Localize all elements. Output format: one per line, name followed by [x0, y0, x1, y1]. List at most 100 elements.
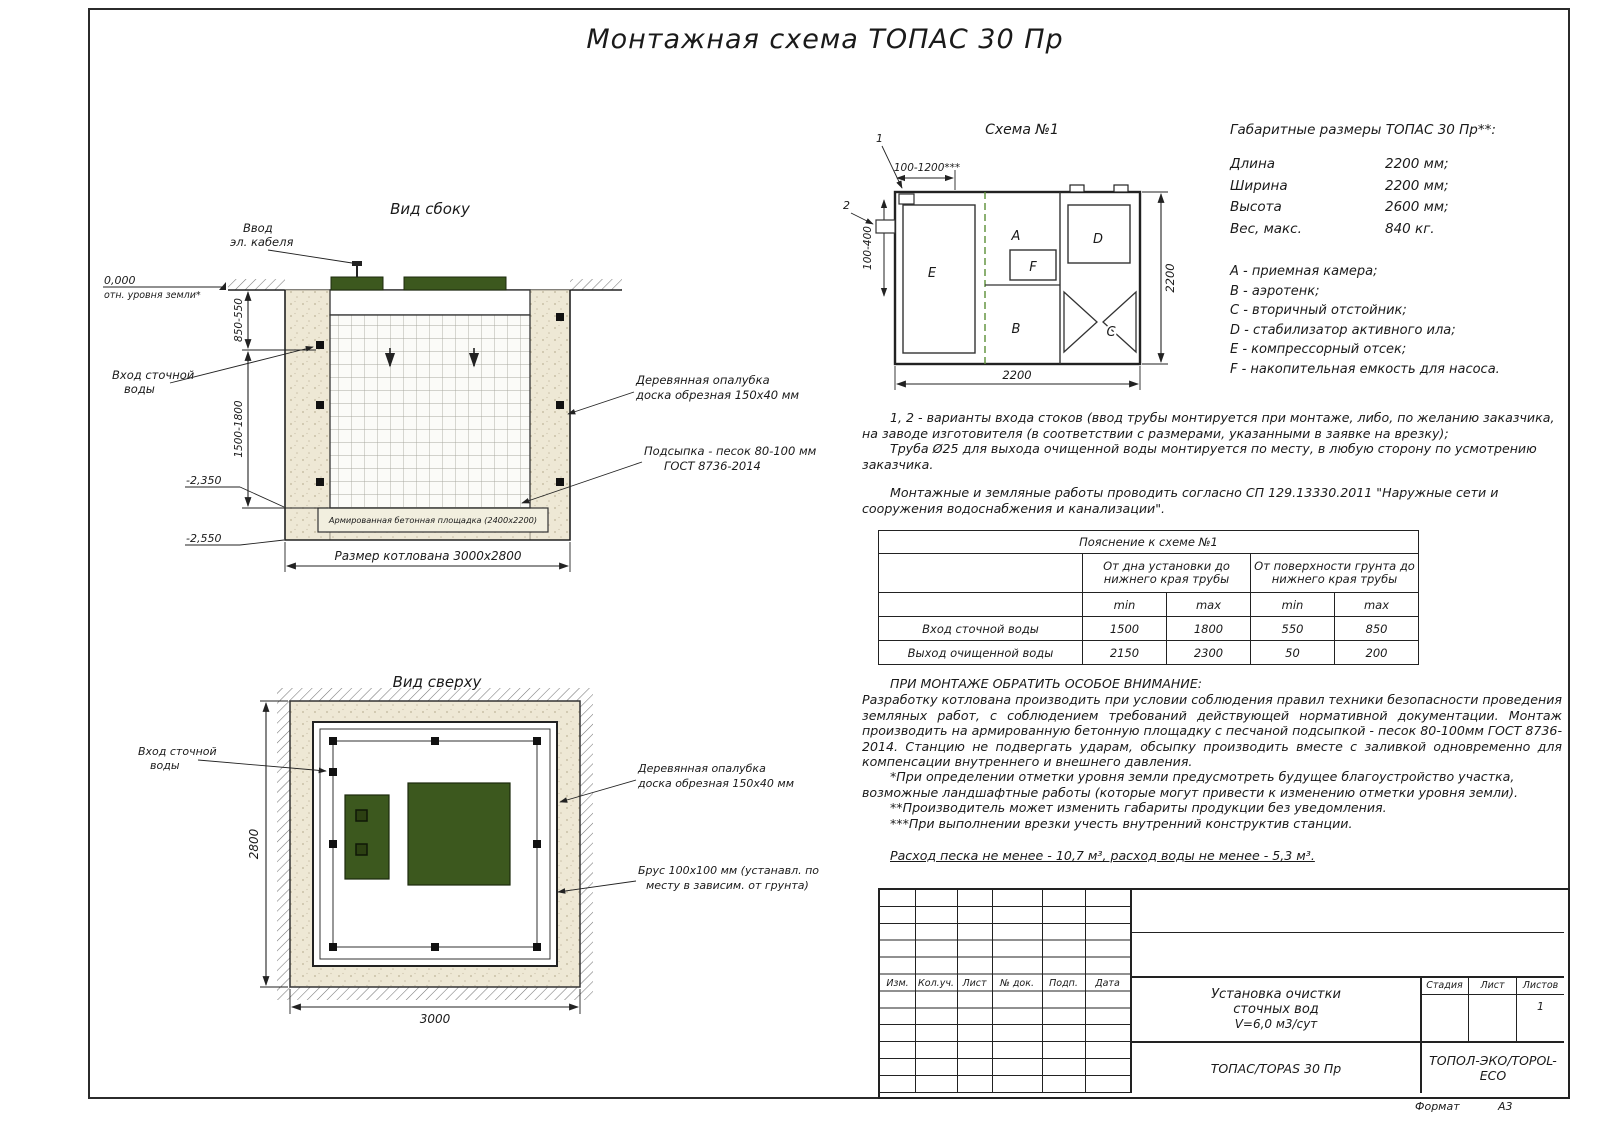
dim-row-length: Длина 2200 мм;	[1230, 154, 1566, 176]
legend-item-f: F - накопительная емкость для насоса.	[1230, 361, 1500, 377]
dim-width-label: Ширина	[1230, 177, 1288, 194]
note-outlet-pipe: Труба Ø25 для выхода очищенной воды монт…	[862, 441, 1537, 472]
table-row: Вход сточной воды 1500 1800 550 850	[878, 616, 1419, 641]
scheme-drawing: Схема №1 E A B D F C 100-1200***	[843, 122, 1177, 390]
pit-size-dimension: Размер котлована 3000x2800	[284, 542, 571, 572]
outlet-min-bottom: 2150	[1082, 640, 1167, 665]
formwork-anchors	[316, 313, 564, 486]
attention-footnote-3: ***При выполнении врезки учесть внутренн…	[890, 815, 1353, 831]
top-inlet-label-2: воды	[150, 759, 180, 772]
level-minus-2350: -2,350	[186, 474, 221, 487]
inlet-marker-2: 2	[843, 199, 850, 212]
station-model-cell: ТОПАС/TOPAS 30 Пр	[1210, 1060, 1342, 1076]
inlet-row-label: Вход сточной воды	[878, 616, 1083, 641]
dim-depth-upper: 850-550	[233, 298, 245, 342]
legend-item-c: C - вторичный отстойник;	[1230, 303, 1407, 318]
drawing-frame	[88, 8, 1570, 1099]
pipe-table-title: Пояснение к схеме №1	[878, 530, 1419, 554]
revision-col-koluch: Кол.уч.	[918, 977, 954, 989]
note-regulations: Монтажные и земляные работы проводить со…	[862, 485, 1499, 516]
scheme-compartment-labels: E A B D F C	[928, 229, 1119, 342]
inlet-marker-1: 1	[876, 132, 883, 145]
dim-2800: 2800	[247, 828, 261, 859]
formwork-label-1: Деревянная опалубка	[635, 373, 770, 387]
sand-label-2: ГОСТ 8736-2014	[664, 459, 761, 473]
top-view-station	[332, 740, 538, 948]
level-minus-2550: -2,550	[186, 532, 221, 545]
table-row: Выход очищенной воды 2150 2300 50 200	[878, 640, 1419, 665]
side-view-drawing: Вид сбоку Армированная бетонная площадка…	[103, 200, 817, 572]
project-name-line-1: Установка очистки	[1211, 986, 1341, 1002]
dim-width-value: 2200 мм;	[1385, 177, 1449, 194]
attention-title: ПРИ МОНТАЖЕ ОБРАТИТЬ ОСОБОЕ ВНИМАНИЕ:	[890, 676, 1203, 691]
beam-label-1: Брус 100x100 мм (устанавл. по	[638, 864, 819, 877]
dim-3000: 3000	[420, 1012, 451, 1026]
dim-row-height: Высота 2600 мм;	[1230, 197, 1566, 219]
sand-label-1: Подсыпка - песок 80-100 мм	[644, 444, 817, 458]
revision-col-list: Лист	[962, 977, 987, 989]
project-capacity: V=6,0 м3/сут	[1234, 1016, 1318, 1031]
pipe-table-min-1: min	[1082, 592, 1167, 617]
station-covers	[330, 261, 507, 291]
dim-row-width: Ширина 2200 мм;	[1230, 176, 1566, 198]
inlet-min-bottom: 1500	[1082, 616, 1167, 641]
overall-dimensions-title: Габаритные размеры ТОПАС 30 Пр**:	[1230, 122, 1496, 138]
project-name-cell: Установка очистки сточных вод V=6,0 м3/с…	[1132, 978, 1420, 1040]
inlet-label-1: Вход сточной	[112, 368, 195, 382]
inlet-max-surface: 850	[1334, 616, 1419, 641]
revision-col-izm: Изм.	[886, 977, 909, 989]
inlet-max-bottom: 1800	[1166, 616, 1251, 641]
legend-item-b: B - аэротенк;	[1230, 283, 1320, 299]
sheets-count: 1	[1537, 999, 1544, 1013]
level-zero-note: отн. уровня земли*	[104, 290, 201, 301]
title-block: Изм. Кол.уч. Лист № док. Подп. Дата Уста…	[878, 888, 1570, 1099]
top-formwork-label-2: доска обрезная 150x40 мм	[637, 777, 794, 790]
attention-section: ПРИ МОНТАЖЕ ОБРАТИТЬ ОСОБОЕ ВНИМАНИЕ: Ра…	[862, 676, 1562, 863]
note-inlet-variants: 1, 2 - варианты входа стоков (ввод трубы…	[862, 410, 1555, 441]
beam-label-2: месту в зависим. от грунта)	[646, 879, 809, 892]
material-consumption: Расход песка не менее - 10,7 м³, расход …	[890, 848, 1315, 864]
top-view-drawing: Вид сверху 2800	[138, 673, 819, 1026]
scheme-dimensions: 100-1200*** 100-400 2200 2200	[862, 162, 1177, 390]
revision-col-podp: Подп.	[1049, 977, 1078, 989]
dim-length-label: Длина	[1230, 156, 1276, 172]
cable-entry-label-2: эл. кабеля	[230, 235, 293, 249]
pipe-table-group-2: От поверхности грунта до нижнего края тр…	[1250, 553, 1419, 593]
dim-weight-label: Вес, макс.	[1230, 220, 1302, 237]
dim-row-weight: Вес, макс. 840 кг.	[1230, 219, 1566, 241]
pit-size-label: Размер котлована 3000x2800	[334, 549, 521, 563]
legend-item-e: E - компрессорный отсек;	[1230, 342, 1407, 357]
overall-dimensions: Габаритные размеры ТОПАС 30 Пр**: Длина …	[1230, 122, 1566, 240]
attention-footnote-1: *При определении отметки уровня земли пр…	[862, 769, 1519, 800]
top-view-dimensions: 2800 3000	[247, 700, 581, 1026]
top-view-title: Вид сверху	[393, 673, 483, 691]
level-zero-value: 0,000	[104, 274, 136, 287]
scheme-title: Схема №1	[985, 122, 1059, 138]
compartment-f-label: F	[1029, 260, 1037, 275]
page-title: Монтажная схема ТОПАС 30 Пр	[586, 24, 1064, 55]
revision-col-doc: № док.	[999, 977, 1035, 989]
pipe-table-empty-cell	[878, 592, 1083, 617]
outlet-max-surface: 200	[1334, 640, 1419, 665]
outlet-min-surface: 50	[1250, 640, 1335, 665]
pipe-table-corner-cell	[878, 553, 1083, 593]
concrete-pad: Армированная бетонная площадка (2400x220…	[317, 507, 549, 533]
top-inlet-label-1: Вход сточной	[138, 745, 217, 758]
station-tank-section	[329, 289, 531, 509]
cable-entry-label-1: Ввод	[243, 221, 273, 235]
top-view-anchors	[329, 737, 541, 951]
sheet-label: Лист	[1480, 980, 1505, 991]
pipe-levels-table: Пояснение к схеме №1 От дна установки до…	[878, 530, 1419, 665]
sheets-label: Листов	[1522, 980, 1559, 991]
scheme-tank	[893, 184, 1142, 366]
scheme-dim-right: 2200	[1163, 263, 1177, 292]
compartment-c-label: C	[1106, 325, 1116, 340]
compartment-b-label: B	[1012, 322, 1021, 337]
concrete-pad-label: Армированная бетонная площадка (2400x220…	[328, 515, 537, 525]
inlet-min-surface: 550	[1250, 616, 1335, 641]
outlet-max-bottom: 2300	[1166, 640, 1251, 665]
scheme-dim-bottom: 2200	[1002, 368, 1031, 382]
dim-length-value: 2200 мм;	[1385, 156, 1449, 172]
level-marks: 0,000 отн. уровня земли* -2,350 -2,550	[103, 274, 285, 546]
dim-weight-value: 840 кг.	[1385, 220, 1435, 237]
